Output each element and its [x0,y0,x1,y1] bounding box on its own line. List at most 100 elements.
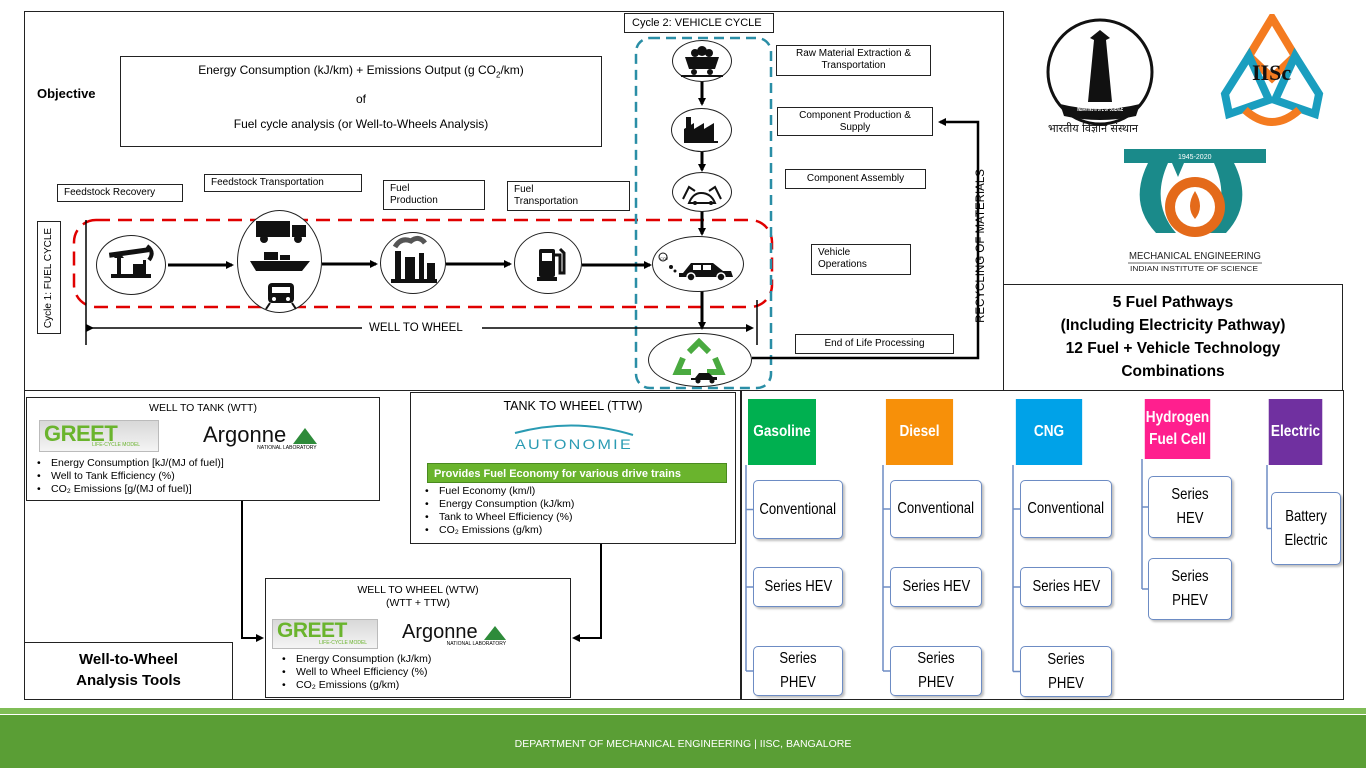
wtt-argonne-logo: Argonne NATIONAL LABORATORY [203,422,317,451]
tech-box-series-phev: Series PHEV [1020,646,1112,697]
tech-box-series-hev: Series HEV [890,567,982,607]
stage-fuel-transportation: Fuel Transportation [507,181,630,211]
dept-line1: MECHANICAL ENGINEERING [1129,251,1261,262]
stage-end-of-life: End of Life Processing [795,334,954,354]
tech-box-battery-electric: Battery Electric [1271,492,1341,565]
feedstock-transport-circle [237,210,322,313]
fuel-header-electric: Electric [1268,399,1323,465]
iisc-seal-text: INDIAN INSTITUTE OF SCIENCE [1077,106,1123,113]
summary-line1: 5 Fuel Pathways [1112,294,1234,311]
stage-raw-material: Raw Material Extraction & Transportation [776,45,931,76]
tech-box-series-phev: Series PHEV [890,646,982,696]
footer-top-line [0,708,1366,714]
svg-text:AUTONOMIE: AUTONOMIE [515,436,633,452]
argonne-triangle-icon [292,428,317,444]
well-to-wheel-label: WELL TO WHEEL [369,322,463,334]
svg-text:CO2: CO2 [660,256,669,261]
iisc-seal-logo: INDIAN INSTITUTE OF SCIENCE भारतीय विज्ञ… [1030,12,1170,137]
tech-box-series-phev: Series PHEV [753,646,843,696]
raw-material-circle [672,40,732,82]
stage-fuel-production: Fuel Production [383,180,485,210]
summary-box: 5 Fuel Pathways (Including Electricity P… [1003,284,1343,392]
truck-icon [256,221,306,243]
ttw-title: TANK TO WHEEL (TTW) [503,399,643,413]
ttw-bullet: Tank to Wheel Efficiency (%) [415,511,574,524]
ttw-bullets: Fuel Economy (km/l) Energy Consumption (… [415,485,574,537]
car-icon: CO2 [658,252,733,282]
vehicle-cycle-dashed-border [634,36,773,390]
objective-label: Objective [37,86,96,101]
fuel-header-hydrogen-fuel-cell: Hydrogen Fuel Cell [1144,399,1211,459]
stage-component-production: Component Production & Supply [777,107,933,136]
transport-icons [250,221,310,310]
autonomie-logo: AUTONOMIE [509,421,639,453]
feedstock-recovery-circle [96,235,166,295]
wtw-bullet: Well to Wheel Efficiency (%) [272,666,431,679]
ttw-banner: Provides Fuel Economy for various drive … [427,463,727,483]
ttw-box: TANK TO WHEEL (TTW) AUTONOMIE Provides F… [410,392,736,544]
objective-line1: Energy Consumption (kJ/km) + Emissions O… [198,63,524,80]
fuel-cycle-flow-svg [72,36,980,390]
footer-text: DEPARTMENT OF MECHANICAL ENGINEERING | I… [514,738,852,750]
ttw-bullet: Fuel Economy (km/l) [415,485,574,498]
wtt-bullet: Well to Tank Efficiency (%) [27,470,224,483]
fuel-pump-icon [537,247,566,281]
cycle1-label: Cycle 1: FUEL CYCLE [37,221,61,334]
wtt-title: WELL TO TANK (WTT) [149,402,257,414]
wtw-greet-logo: GREET LIFE-CYCLE MODEL [272,619,378,649]
wtw-title: WELL TO WHEEL (WTW) [357,584,479,596]
fuel-production-circle [380,232,446,294]
wtt-greet-logo: GREET LIFE-CYCLE MODEL [39,420,159,452]
stage-feedstock-recovery: Feedstock Recovery [57,184,183,202]
recycle-icon [672,337,726,384]
iisc-hindi-text: भारतीय विज्ञान संस्थान [1048,122,1139,135]
wtw-bullet: CO₂ Emissions (g/km) [272,679,431,692]
train-icon [265,283,297,310]
wtt-bullets: Energy Consumption [kJ/(MJ of fuel)] Wel… [27,457,224,496]
component-production-circle [671,108,732,152]
wtt-box: WELL TO TANK (WTT) GREET LIFE-CYCLE MODE… [26,397,380,501]
tools-label: Well-to-Wheel Analysis Tools [76,651,181,689]
fuel-transportation-circle [514,232,582,294]
summary-line3: 12 Fuel + Vehicle Technology [1065,340,1281,357]
tools-label-box: Well-to-Wheel Analysis Tools [24,642,233,700]
refinery-icon [391,235,437,283]
fuel-tree-svg [745,459,1271,673]
factory-icon [684,117,718,143]
objective-box: Energy Consumption (kJ/km) + Emissions O… [120,56,602,147]
years-text: 1945-2020 [1178,154,1212,161]
stage-vehicle-operations: Vehicle Operations [811,244,911,275]
argonne-triangle-icon [484,626,507,640]
mining-cart-icon [681,46,723,77]
wtt-bullet: CO₂ Emissions [g/(MJ of fuel)] [27,483,224,496]
ttw-bullet: CO₂ Emissions (g/km) [415,524,574,537]
wtw-argonne-logo: Argonne NATIONAL LABORATORY [402,621,507,647]
summary-line2: (Including Electricity Pathway) [1060,317,1286,334]
iisc-text: IISc [1252,60,1291,85]
objective-line3: Fuel cycle analysis (or Well-to-Wheels A… [233,117,489,132]
tech-box-conventional: Conventional [890,480,982,538]
mechanical-engineering-logo: 1945-2020 MECHANICAL ENGINEERING INDIAN … [1120,145,1270,275]
tech-box-conventional: Conventional [1020,480,1112,538]
wtt-bullet: Energy Consumption [kJ/(MJ of fuel)] [27,457,224,470]
dept-line2: INDIAN INSTITUTE OF SCIENCE [1130,264,1258,273]
ttw-bullet: Energy Consumption (kJ/km) [415,498,574,511]
stage-component-assembly: Component Assembly [785,169,926,189]
cycle2-label: Cycle 2: VEHICLE CYCLE [624,13,774,33]
wtw-box: WELL TO WHEEL (WTW) (WTT + TTW) GREET LI… [265,578,571,698]
wtw-bullets: Energy Consumption (kJ/km) Well to Wheel… [272,653,431,692]
wtw-bullet: Energy Consumption (kJ/km) [272,653,431,666]
fuel-header-cng: CNG [1015,399,1083,465]
tech-box-conventional: Conventional [753,480,843,539]
fuel-header-diesel: Diesel [885,399,954,465]
vehicle-operation-circle: CO2 [652,236,744,292]
tech-box-series-phev: Series PHEV [1148,558,1232,620]
stage-feedstock-transportation: Feedstock Transportation [204,174,362,192]
iisc-star-logo: IISc [1215,10,1330,132]
footer-bar [0,715,1366,768]
component-assembly-circle [672,172,732,212]
summary-line4: Combinations [1121,363,1225,380]
objective-line2: of [355,92,366,107]
ship-icon [250,252,310,271]
wtw-subtitle: (WTT + TTW) [385,597,451,609]
